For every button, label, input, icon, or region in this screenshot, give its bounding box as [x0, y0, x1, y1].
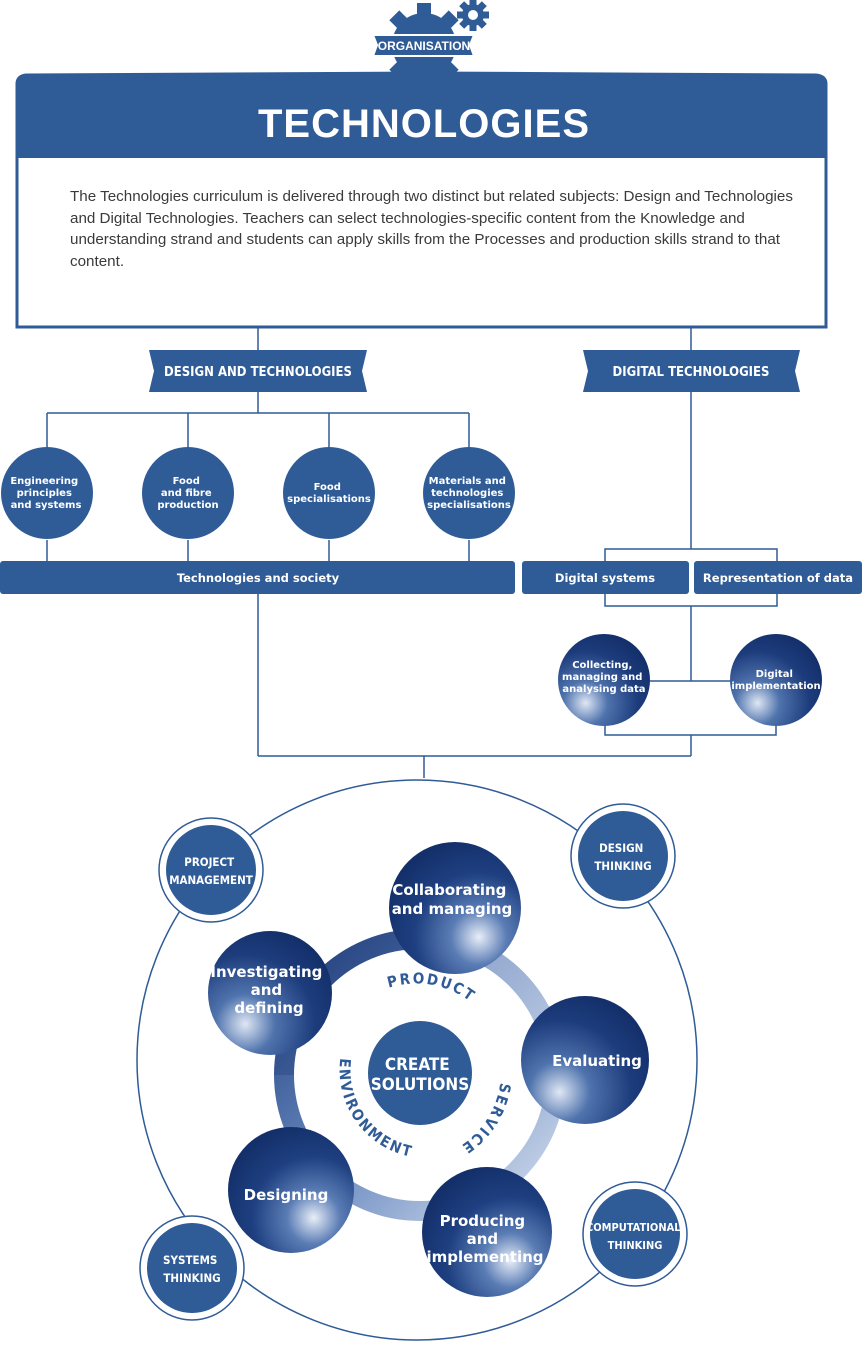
context-circle-food-fibre: Food and fibre production — [142, 447, 234, 539]
svg-text:Food specialisations: Food specialisations — [287, 482, 371, 505]
svg-text:Collecting, managing and: Collecting, managing and analysing data — [562, 660, 646, 695]
svg-text:Digital implementation: Digital implementation — [731, 669, 820, 692]
svg-text:Collaborating and managi: Collaborating and managing — [392, 881, 513, 918]
svg-text:DESIGN THINKING: DESIGN THINKING — [594, 841, 651, 873]
thinking-project-management: PROJECT MANAGEMENT — [158, 817, 264, 923]
design-and-technologies-label: DESIGN AND TECHNOLOGIES — [149, 350, 367, 392]
thinking-design: DESIGN THINKING — [570, 803, 676, 909]
svg-text:Investigating and: Investigating and defining — [210, 963, 327, 1017]
outer-ring — [136, 779, 698, 1341]
organisation-badge: ORGANISATION — [371, 34, 476, 57]
svg-text:Designing: Designing — [244, 1186, 329, 1204]
process-designing: Designing — [228, 1127, 354, 1253]
create-solutions-center: CREATE SOLUTIONS — [368, 1021, 472, 1125]
svg-text:Engineering principles: Engineering principles and systems — [10, 476, 81, 511]
svg-text:DIGITAL TECHNOLOGIES: DIGITAL TECHNOLOGIES — [613, 365, 770, 380]
intro-paragraph: The Technologies curriculum is delivered… — [70, 188, 793, 270]
svg-text:Evaluating: Evaluating — [552, 1052, 642, 1070]
organisation-label: ORGANISATION — [378, 39, 470, 53]
svg-text:DESIGN AND TECHNOLOGIES: DESIGN AND TECHNOLOGIES — [164, 365, 352, 380]
svg-text:Food and fibre pro: Food and fibre production — [157, 476, 218, 511]
process-producing-and-implementing: Producing and implementing — [422, 1167, 552, 1297]
svg-text:Producing and impl: Producing and implementing — [426, 1212, 543, 1266]
technologies-and-society-bar: Technologies and society — [0, 561, 515, 594]
process-investigating-and-defining: Investigating and defining — [208, 931, 332, 1055]
svg-text:Digital systems: Digital systems — [555, 571, 655, 585]
thinking-computational: COMPUTATIONAL THINKING — [582, 1181, 688, 1287]
svg-text:Representation of data: Representation of data — [703, 571, 853, 585]
context-circle-materials: Materials and technologies specialisatio… — [423, 447, 515, 539]
svg-text:Materials and technologi: Materials and technologies specialisatio… — [427, 476, 511, 511]
thinking-systems: SYSTEMS THINKING — [139, 1215, 245, 1321]
svg-text:COMPUTATIONAL THINKING: COMPUTATIONAL THINKING — [586, 1221, 684, 1252]
digital-implementation-circle: Digital implementation — [730, 634, 822, 726]
connector-lines — [46, 327, 778, 778]
context-circle-food-specialisations: Food specialisations — [283, 447, 375, 539]
header-title-band — [17, 73, 826, 158]
process-evaluating: Evaluating — [521, 996, 649, 1124]
context-circle-engineering: Engineering principles and systems — [1, 447, 93, 539]
collecting-data-circle: Collecting, managing and analysing data — [558, 634, 650, 726]
svg-text:CREATE SOLUTIONS: CREATE SOLUTIONS — [371, 1055, 470, 1095]
svg-text:Technologies and society: Technologies and society — [177, 571, 340, 585]
digital-technologies-label: DIGITAL TECHNOLOGIES — [583, 350, 800, 392]
representation-of-data-bar: Representation of data — [694, 561, 862, 594]
digital-systems-bar: Digital systems — [522, 561, 689, 594]
process-collaborating-and-managing: Collaborating and managing — [389, 842, 521, 974]
page-title: TECHNOLOGIES — [258, 102, 590, 146]
svg-text:PROJECT MANAGEMENT: PROJECT MANAGEMENT — [169, 855, 253, 887]
svg-text:SYSTEMS THINKING: SYSTEMS THINKING — [163, 1253, 221, 1285]
